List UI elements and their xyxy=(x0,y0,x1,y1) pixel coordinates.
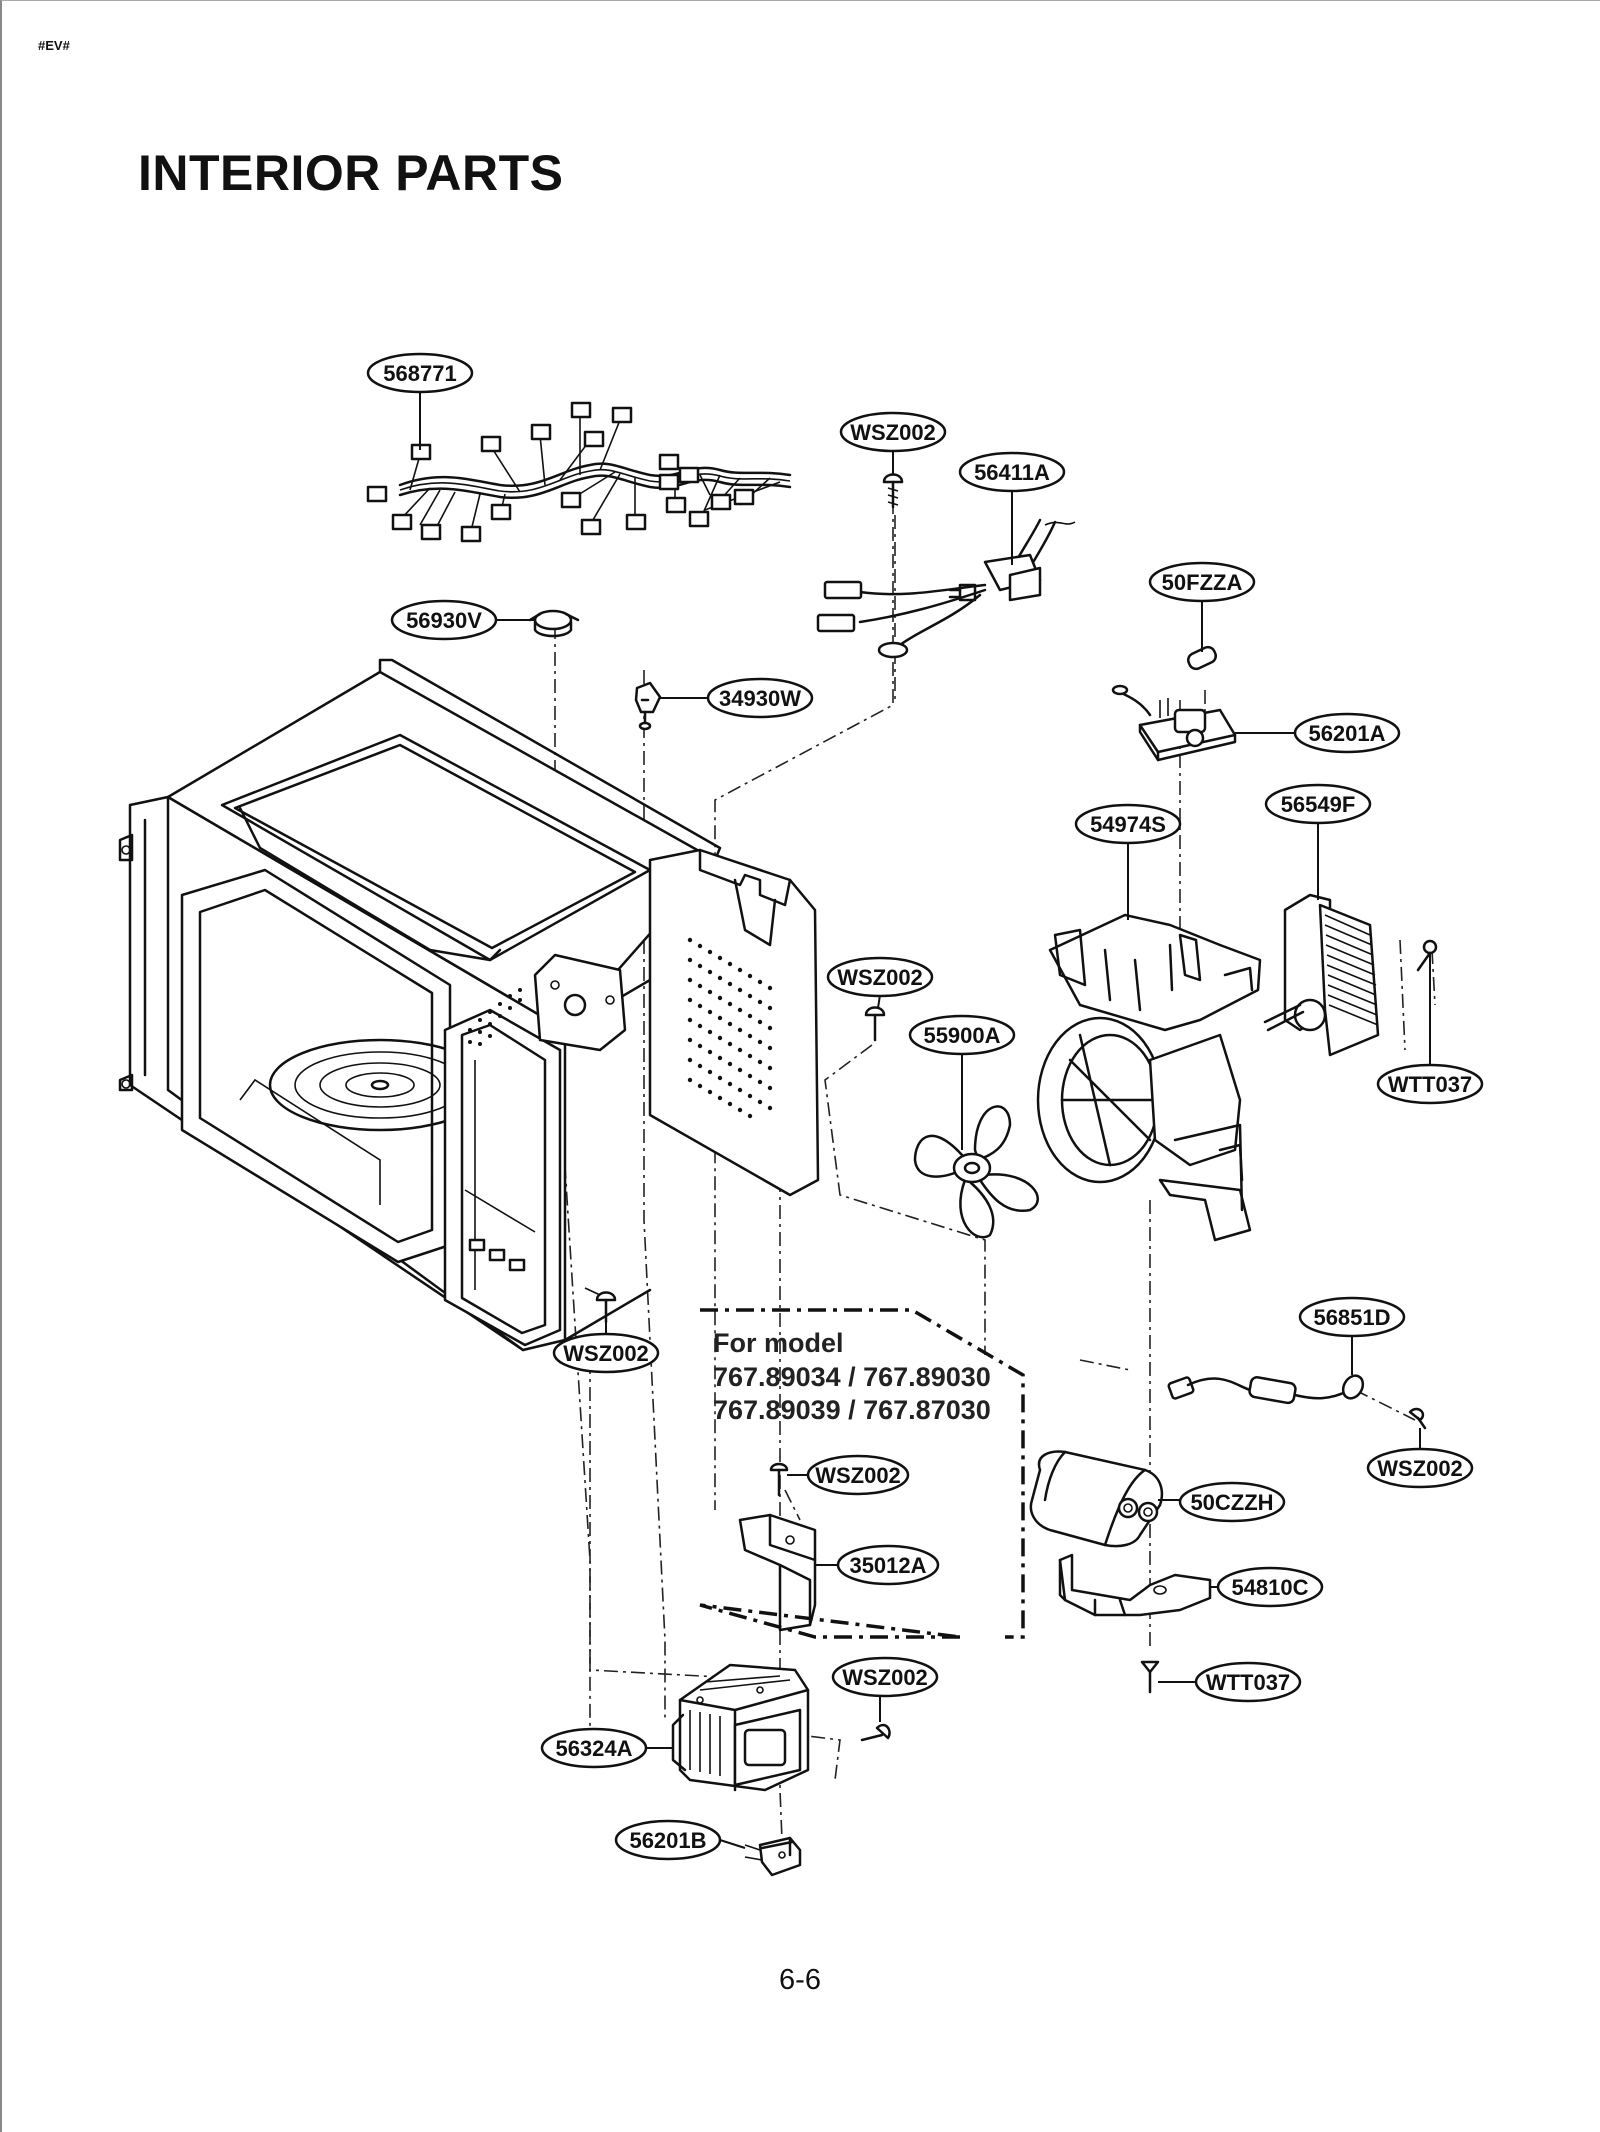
callout-label-wsz002-magnetron: WSZ002 xyxy=(842,1665,928,1690)
callout-56930v xyxy=(390,599,498,641)
callout-label-wsz002-right: WSZ002 xyxy=(1377,1456,1463,1481)
callout-label-50fzza: 50FZZA xyxy=(1162,570,1243,595)
magnetron-part xyxy=(671,1663,810,1792)
callout-label-56411a: 56411A xyxy=(974,460,1050,485)
callout-56549f xyxy=(1264,783,1372,825)
callout-wsz002-magnetron xyxy=(831,1656,939,1698)
noise-filter-part xyxy=(1111,684,1237,762)
callout-56201a xyxy=(1293,712,1401,754)
callout-wsz002-top xyxy=(839,411,947,453)
part-callouts: 568771 WSZ002 56411A 50FZZA 56930V 34930… xyxy=(366,352,1484,1861)
callout-label-56930v: 56930V xyxy=(406,608,482,633)
fan-motor-part xyxy=(1263,893,1380,1057)
capacitor-part xyxy=(1029,1450,1164,1548)
callout-wsz002-left xyxy=(552,1332,660,1374)
power-cord-part xyxy=(816,473,1076,659)
callout-label-54974s: 54974S xyxy=(1090,812,1166,837)
callout-50fzza xyxy=(1148,561,1256,603)
callout-55900a xyxy=(908,1014,1016,1056)
callout-56324a xyxy=(540,1727,648,1769)
assembly-guide-lines xyxy=(554,500,1436,1841)
callout-wtt037-motor xyxy=(1376,1063,1484,1105)
fuse-part xyxy=(1186,645,1218,671)
screw-wtt-cap-part xyxy=(1140,1660,1160,1694)
callout-label-56851d: 56851D xyxy=(1313,1305,1390,1330)
callout-label-wsz002-mid: WSZ002 xyxy=(837,965,923,990)
wire-harness-part xyxy=(366,401,792,543)
callout-56851d xyxy=(1298,1296,1406,1338)
callout-label-50czzh: 50CZZH xyxy=(1190,1490,1273,1515)
callout-label-55900a: 55900A xyxy=(923,1023,1000,1048)
callout-label-wsz002-left: WSZ002 xyxy=(563,1341,649,1366)
screw-wtt-motor-part xyxy=(1416,939,1438,972)
callout-56411a xyxy=(958,451,1066,493)
thermal-fuse-part xyxy=(744,1836,802,1877)
callout-wtt037-cap xyxy=(1194,1661,1302,1703)
screw-bracket-part xyxy=(769,1462,789,1497)
callout-label-wsz002-bracket: WSZ002 xyxy=(815,1463,901,1488)
callout-54810c xyxy=(1216,1566,1324,1608)
callout-50czzh xyxy=(1178,1481,1286,1523)
callout-wsz002-bracket xyxy=(806,1454,910,1496)
page-number: 6-6 xyxy=(779,1964,821,1996)
capacitor-bracket-part xyxy=(1058,1553,1212,1617)
document-code: #EV# xyxy=(38,38,70,53)
callout-35012a xyxy=(836,1544,940,1586)
screw-left-part xyxy=(584,1287,617,1324)
callout-label-56201b: 56201B xyxy=(629,1828,706,1853)
screw-magnetron-part xyxy=(860,1723,891,1742)
callout-label-56201a: 56201A xyxy=(1308,721,1385,746)
fan-duct-part xyxy=(1036,913,1262,1242)
callout-34930w xyxy=(706,677,814,719)
screw-right-part xyxy=(1408,1407,1427,1430)
model-note-group: For model 767.89034 / 767.89030 767.8903… xyxy=(699,1308,1025,1639)
model-note-line-2: 767.89034 / 767.89030 xyxy=(713,1362,991,1392)
callout-label-56549f: 56549F xyxy=(1281,792,1356,817)
clip-part xyxy=(634,681,662,731)
callout-label-54810c: 54810C xyxy=(1231,1575,1308,1600)
callout-label-wtt037-cap: WTT037 xyxy=(1206,1670,1290,1695)
callout-label-34930w: 34930W xyxy=(719,686,801,711)
callout-label-wtt037-motor: WTT037 xyxy=(1388,1072,1472,1097)
model-note-line-1: For model xyxy=(713,1328,844,1358)
callout-label-wsz002-top: WSZ002 xyxy=(850,420,936,445)
callout-54974s xyxy=(1074,803,1182,845)
thermostat-part xyxy=(528,609,580,638)
diode-part xyxy=(1167,1374,1365,1405)
callout-56201b xyxy=(614,1819,722,1861)
screw-mid-part xyxy=(864,1006,886,1042)
callout-label-56324a: 56324A xyxy=(555,1736,632,1761)
callout-label-568771: 568771 xyxy=(383,361,456,386)
model-note-line-3: 767.89039 / 767.87030 xyxy=(713,1395,991,1425)
callout-wsz002-mid xyxy=(826,956,934,998)
page-title: INTERIOR PARTS xyxy=(138,145,564,201)
callout-label-35012a: 35012A xyxy=(849,1553,926,1578)
callout-568771 xyxy=(366,352,474,394)
callout-wsz002-right xyxy=(1366,1447,1474,1489)
bracket-part xyxy=(738,1513,817,1632)
fan-blade-part xyxy=(913,1105,1039,1239)
oven-cavity-part xyxy=(118,658,820,1352)
